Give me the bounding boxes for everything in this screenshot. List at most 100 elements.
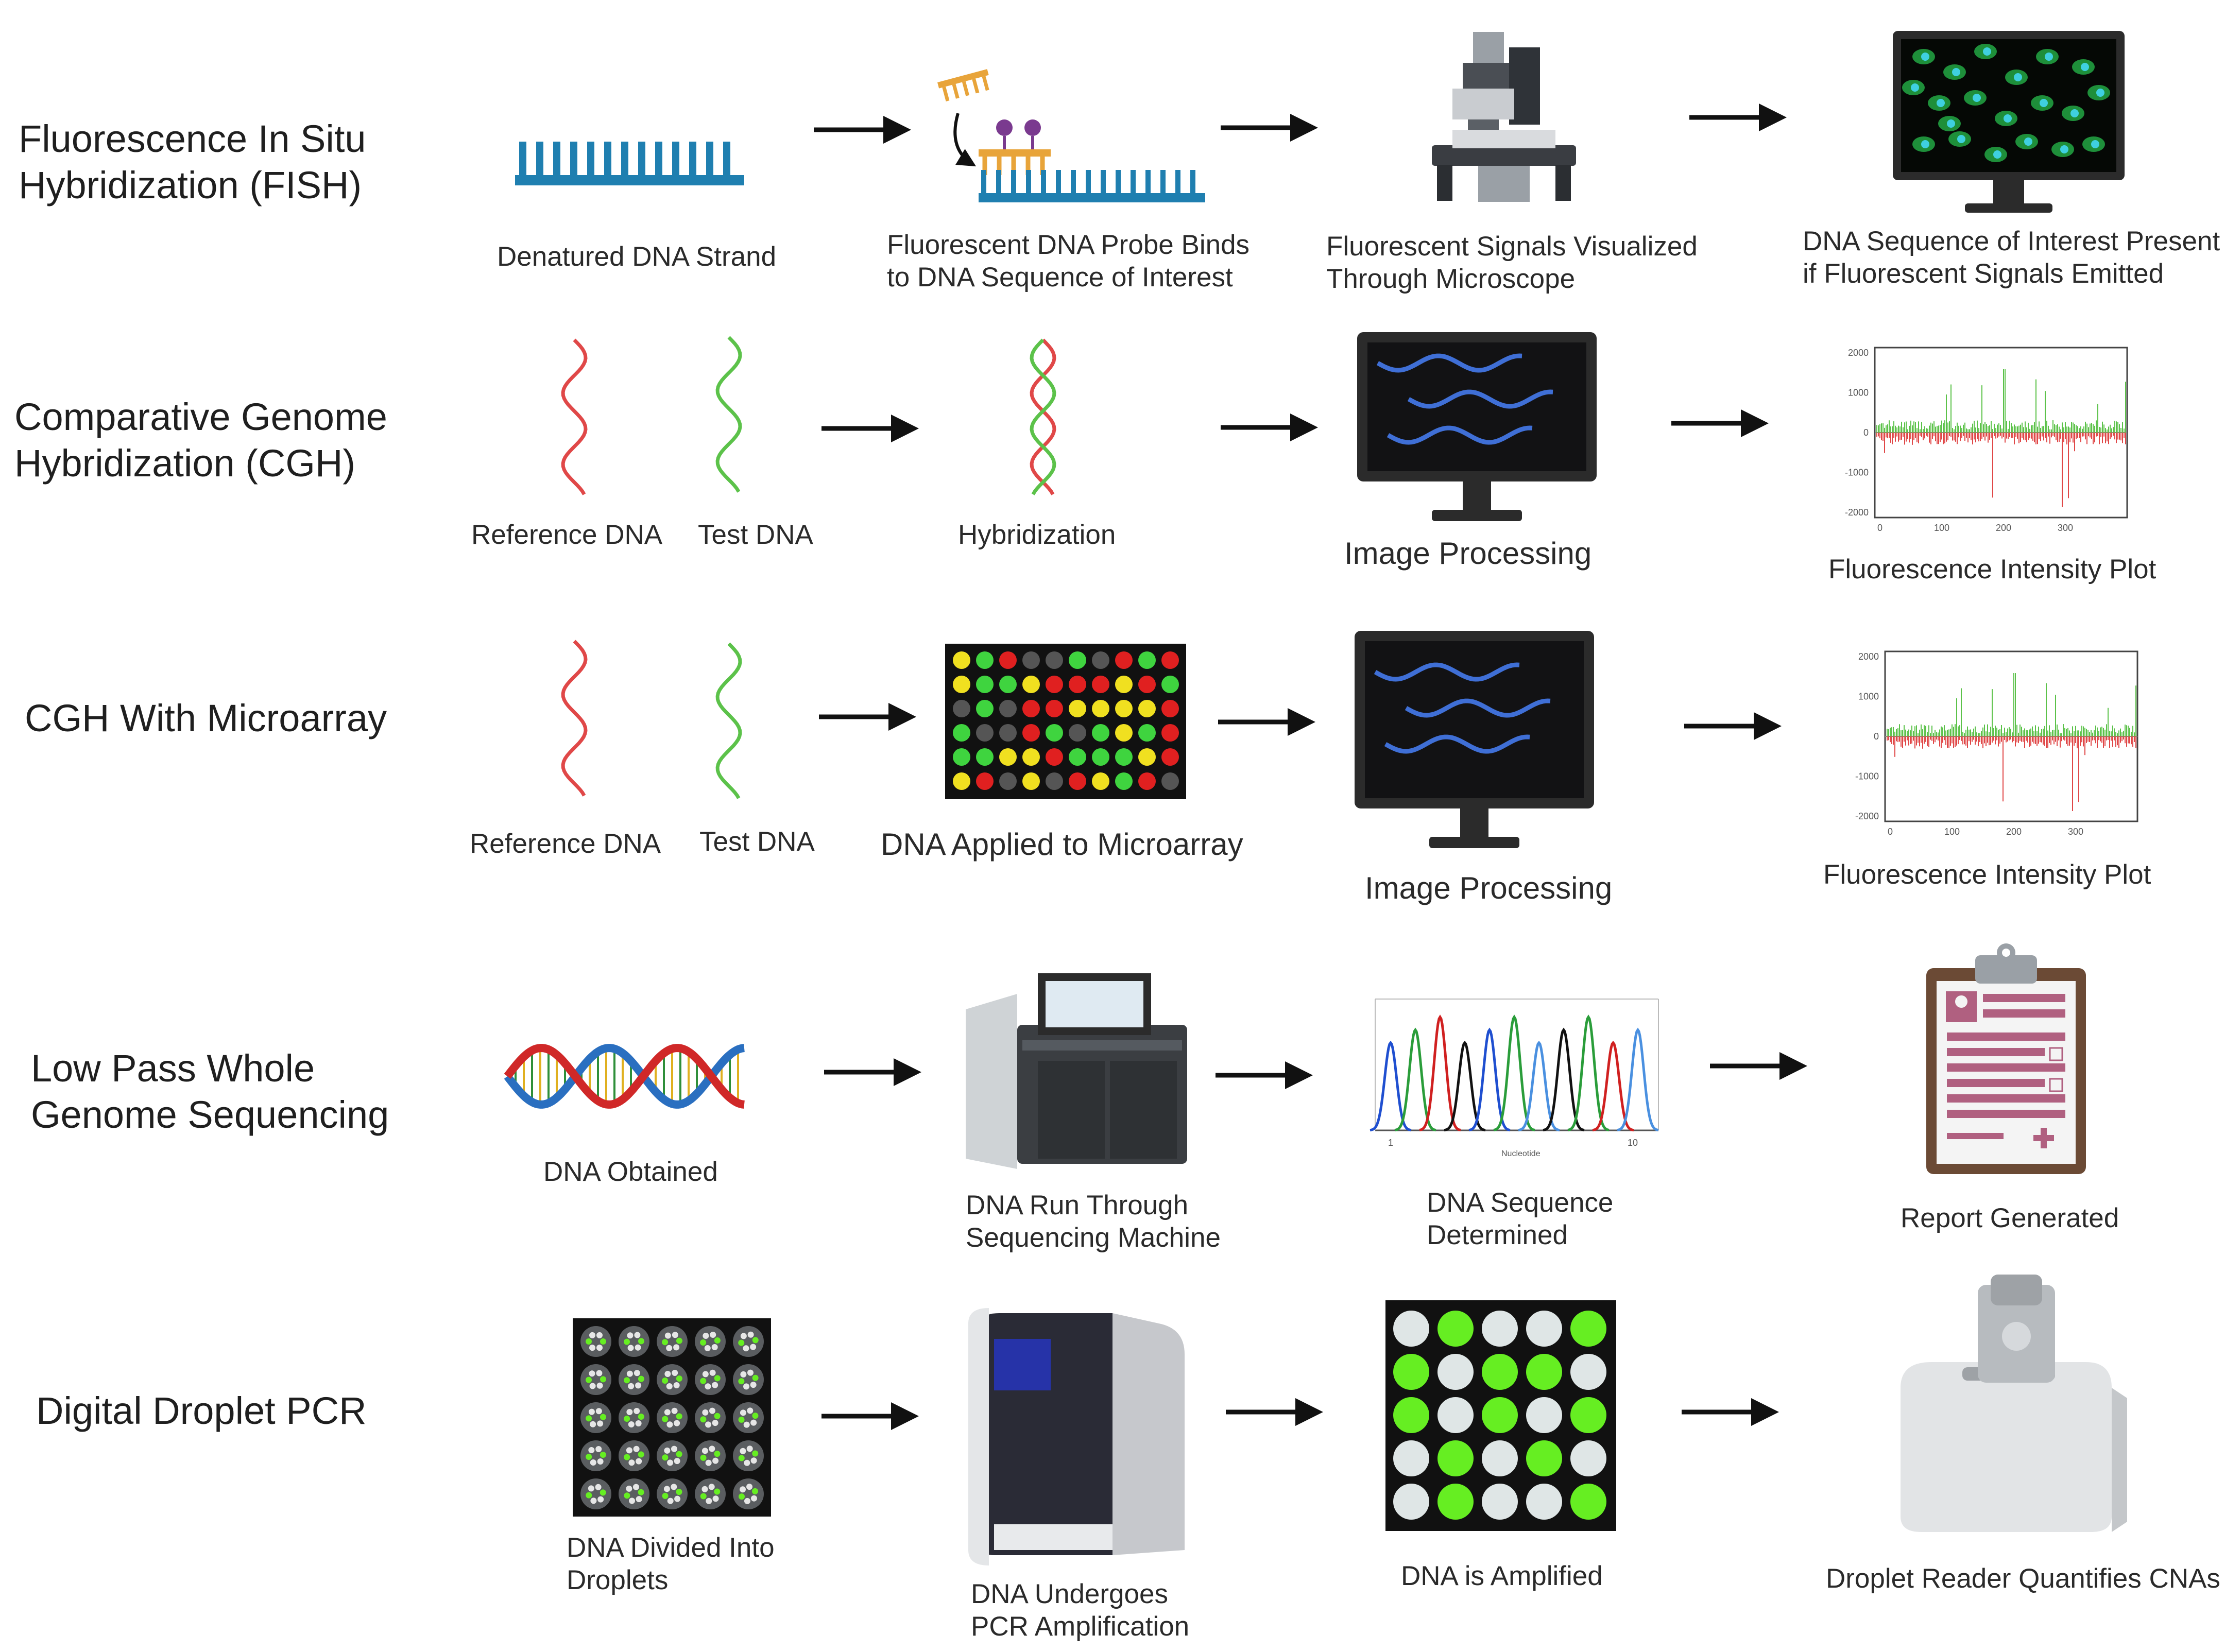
microarray-spot — [1046, 700, 1063, 717]
droplet — [595, 1408, 602, 1415]
droplet-well — [733, 1326, 764, 1357]
row-title-microarray: CGH With Microarray — [25, 697, 387, 739]
droplet — [590, 1421, 596, 1427]
microarray-spot — [1161, 651, 1179, 669]
droplet — [712, 1495, 719, 1502]
droplet — [597, 1496, 604, 1503]
amplified-well — [1526, 1354, 1562, 1390]
droplet-well — [733, 1478, 764, 1509]
droplet — [624, 1492, 630, 1499]
microarray-spot — [1138, 651, 1156, 669]
droplet — [624, 1415, 630, 1422]
microarray-spot — [1138, 700, 1156, 717]
droplet — [676, 1413, 682, 1420]
caption-image-processing: Image Processing — [1344, 536, 1592, 571]
caption-pcr-amplification: DNA Undergoes PCR Amplification — [971, 1579, 1190, 1642]
chromatogram-icon: 1 10 Nucleotide — [1370, 999, 1659, 1158]
signal-wave — [1374, 662, 1520, 682]
tick-label: 200 — [2006, 827, 2022, 837]
droplet-well — [657, 1364, 688, 1395]
tick-label: 10 — [1628, 1138, 1638, 1148]
reference-dna-icon — [561, 640, 588, 797]
droplet — [636, 1458, 642, 1465]
droplet-well — [695, 1364, 726, 1395]
microarray-spot — [1138, 748, 1156, 766]
droplet-well — [619, 1364, 649, 1395]
microarray-spot — [1092, 772, 1109, 790]
signal-wave — [1405, 698, 1551, 718]
pcr-machine-icon — [968, 1308, 1185, 1565]
reference-dna-icon — [561, 338, 588, 495]
droplet — [667, 1498, 674, 1504]
droplet — [674, 1420, 680, 1426]
row-title-ddpcr: Digital Droplet PCR — [36, 1389, 367, 1432]
amplified-well — [1570, 1440, 1606, 1476]
droplet — [664, 1332, 671, 1339]
caption-intensity-plot: Fluorescence Intensity Plot — [1828, 554, 2156, 584]
nucleus-mark — [1911, 83, 1919, 92]
droplet-well — [580, 1440, 611, 1471]
amplified-well — [1526, 1397, 1562, 1433]
tick-label: 300 — [2068, 827, 2083, 837]
droplet — [701, 1448, 708, 1454]
sequence-peak — [1493, 1014, 1535, 1131]
droplet — [752, 1413, 759, 1419]
droplet — [588, 1485, 594, 1492]
droplet — [586, 1376, 592, 1383]
droplet — [595, 1446, 602, 1453]
droplet — [627, 1332, 634, 1339]
droplet — [662, 1416, 669, 1422]
droplet — [738, 1455, 745, 1461]
microarray-spot — [1022, 724, 1040, 742]
tick-label: 1000 — [1858, 692, 1879, 702]
droplet — [664, 1370, 671, 1377]
droplet — [740, 1333, 747, 1339]
droplet-well — [580, 1478, 611, 1509]
droplet — [671, 1407, 678, 1414]
microarray-spot — [999, 676, 1017, 693]
caption-test-dna: Test DNA — [699, 827, 815, 857]
row-title-cgh: Comparative Genome Hybridization (CGH) — [14, 395, 387, 485]
tick-label: 100 — [1934, 523, 1949, 533]
microarray-spot — [1022, 700, 1040, 717]
droplet — [738, 1378, 745, 1385]
droplet — [710, 1332, 716, 1338]
microarray-spot — [999, 700, 1017, 717]
nucleus-mark — [1921, 140, 1929, 148]
dna-strand-icon — [515, 142, 744, 185]
droplet — [673, 1382, 680, 1389]
droplet — [712, 1420, 718, 1426]
droplet — [638, 1414, 644, 1420]
droplet-well — [580, 1402, 611, 1433]
sequence-peak — [1518, 1040, 1560, 1132]
probe-binding-icon — [937, 69, 1205, 202]
droplet — [632, 1484, 639, 1490]
tick-label: -1000 — [1855, 771, 1879, 782]
nucleus-mark — [1993, 150, 2001, 159]
droplet — [589, 1345, 595, 1351]
droplet — [595, 1484, 602, 1490]
droplet — [714, 1375, 721, 1382]
droplet — [667, 1459, 674, 1466]
droplet — [702, 1371, 709, 1378]
sequence-peak — [1370, 1040, 1412, 1132]
signal-wave — [1387, 425, 1533, 445]
microarray-spot — [976, 700, 994, 717]
droplet — [600, 1452, 606, 1458]
sequence-peak — [1444, 1040, 1486, 1132]
droplet — [676, 1451, 682, 1457]
droplet-well — [733, 1440, 764, 1471]
tick-label: -1000 — [1845, 468, 1869, 478]
droplet — [746, 1445, 753, 1452]
droplet — [596, 1382, 603, 1389]
tick-label: 2000 — [1848, 348, 1869, 358]
droplet-plate-icon — [573, 1318, 771, 1517]
droplet — [600, 1376, 606, 1383]
row-title-sequencing: Low Pass Whole Genome Sequencing — [31, 1047, 389, 1137]
droplet — [600, 1338, 606, 1345]
microarray-spot — [999, 772, 1017, 790]
caption-sequence-determined: DNA Sequence Determined — [1427, 1188, 1614, 1250]
droplet — [676, 1375, 682, 1382]
droplet — [586, 1415, 592, 1422]
